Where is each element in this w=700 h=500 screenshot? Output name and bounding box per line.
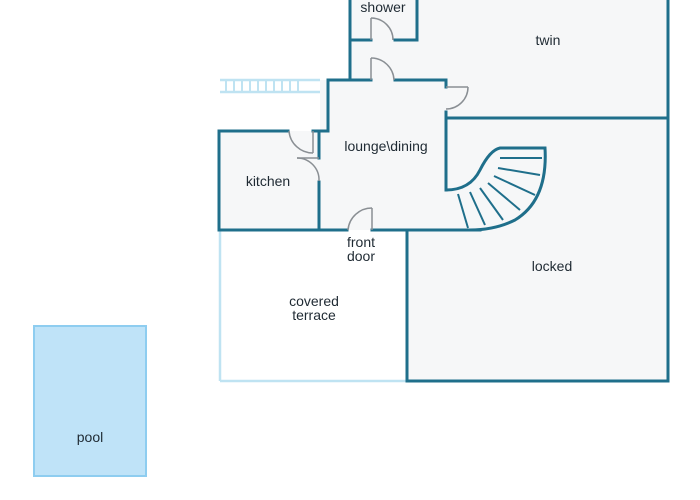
covered-terrace-label-line1: covered	[289, 293, 339, 309]
front-door-label-line1: front	[347, 234, 375, 250]
twin-door[interactable]	[445, 86, 469, 110]
shower-label: shower	[360, 0, 405, 15]
locked-label: locked	[532, 258, 572, 274]
twin-room	[417, 0, 668, 118]
shower-door[interactable]	[370, 17, 394, 41]
kitchen-lounge-door[interactable]	[296, 157, 320, 182]
hall-room	[350, 40, 446, 80]
lounge-dining-label: lounge\dining	[344, 138, 427, 154]
staircase	[445, 146, 547, 232]
pool	[33, 325, 147, 477]
locked-room	[407, 118, 668, 380]
kitchen-label: kitchen	[246, 173, 290, 189]
covered-terrace-label-line2: terrace	[292, 307, 336, 323]
hall-door[interactable]	[370, 57, 395, 81]
kitchen-room	[219, 131, 320, 230]
shower-room	[350, 0, 417, 40]
kitchen-door[interactable]	[288, 130, 314, 154]
balcony-railing	[225, 80, 299, 92]
room-fills	[33, 0, 668, 477]
twin-label: twin	[536, 32, 561, 48]
doors	[288, 17, 469, 231]
room-labels: shower twin lounge\dining kitchen front …	[77, 0, 572, 445]
front-door-label-line2: door	[347, 248, 375, 264]
front-door[interactable]	[347, 207, 373, 231]
walls	[217, 0, 670, 383]
pool-label: pool	[77, 429, 103, 445]
terrace-walls	[218, 78, 407, 383]
